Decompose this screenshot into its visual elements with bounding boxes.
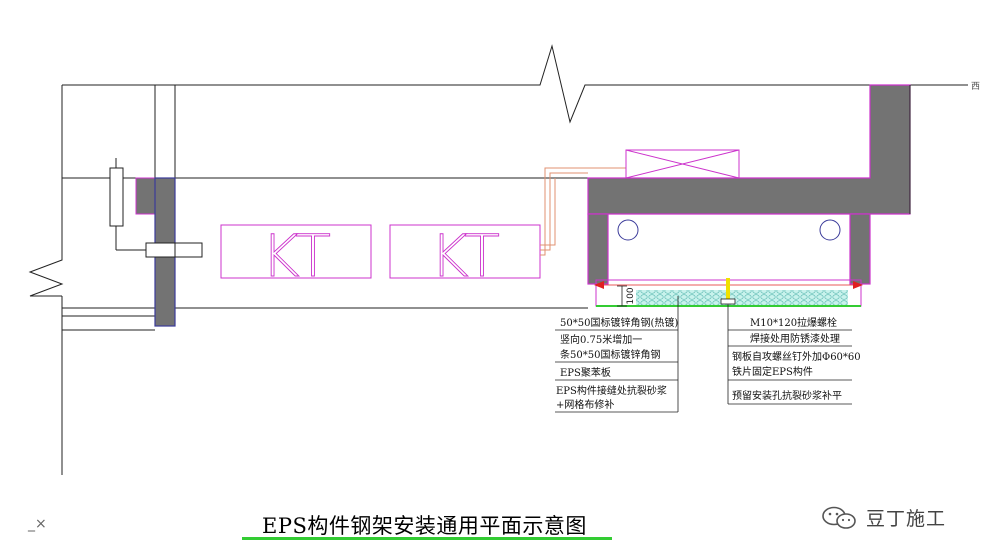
note-reserved-hole: 预留安装孔抗裂砂浆补平 [732,389,842,402]
note-iron-sheet: 铁片固定EPS构件 [732,365,813,378]
note-expansion-bolt: M10*120拉爆螺栓 [750,316,837,329]
note-mesh-repair: +网格布修补 [556,398,614,411]
pipe-lines [540,167,626,256]
watermark-text: 豆丁施工 [866,508,947,530]
eps-structure [587,84,911,285]
bolt-hole-right [819,219,841,241]
note-vertical-spacing: 竖向0.75米增加一 [560,333,642,346]
note-weld-treatment: 焊接处用防锈漆处理 [750,332,840,345]
note-eps-board: EPS聚苯板 [560,366,611,379]
note-self-tapping-screw: 钢板自攻螺丝钉外加Φ60*60 [732,350,861,363]
note-joint-mortar: EPS构件接缝处抗裂砂浆 [556,384,667,397]
page-title: EPS构件钢架安装通用平面示意图 [262,514,587,538]
note-angle-steel: 50*50国标镀锌角钢(热镀) [560,316,678,329]
bolt-hole-left [617,219,639,241]
note-angle-steel-extra: 条50*50国标镀锌角钢 [560,348,660,361]
dimension-marker [617,285,627,307]
anchor-bracket [109,158,203,258]
kt-label-2: KT [430,222,500,290]
outdoor-unit [625,149,740,179]
kt-unit-1 [220,224,372,279]
title-underline [242,537,612,540]
kt-label-1: KT [261,222,331,290]
edge-label: 西 [971,81,980,92]
kt-unit-2 [389,224,541,279]
wechat-icon [822,506,856,529]
corner-mark: _× [28,516,47,532]
leader-lines [555,296,852,413]
left-wall-section [135,177,176,327]
watermark: 豆丁施工 [820,504,946,531]
red-markers [594,281,863,289]
dimension-label: 100 [626,287,636,304]
